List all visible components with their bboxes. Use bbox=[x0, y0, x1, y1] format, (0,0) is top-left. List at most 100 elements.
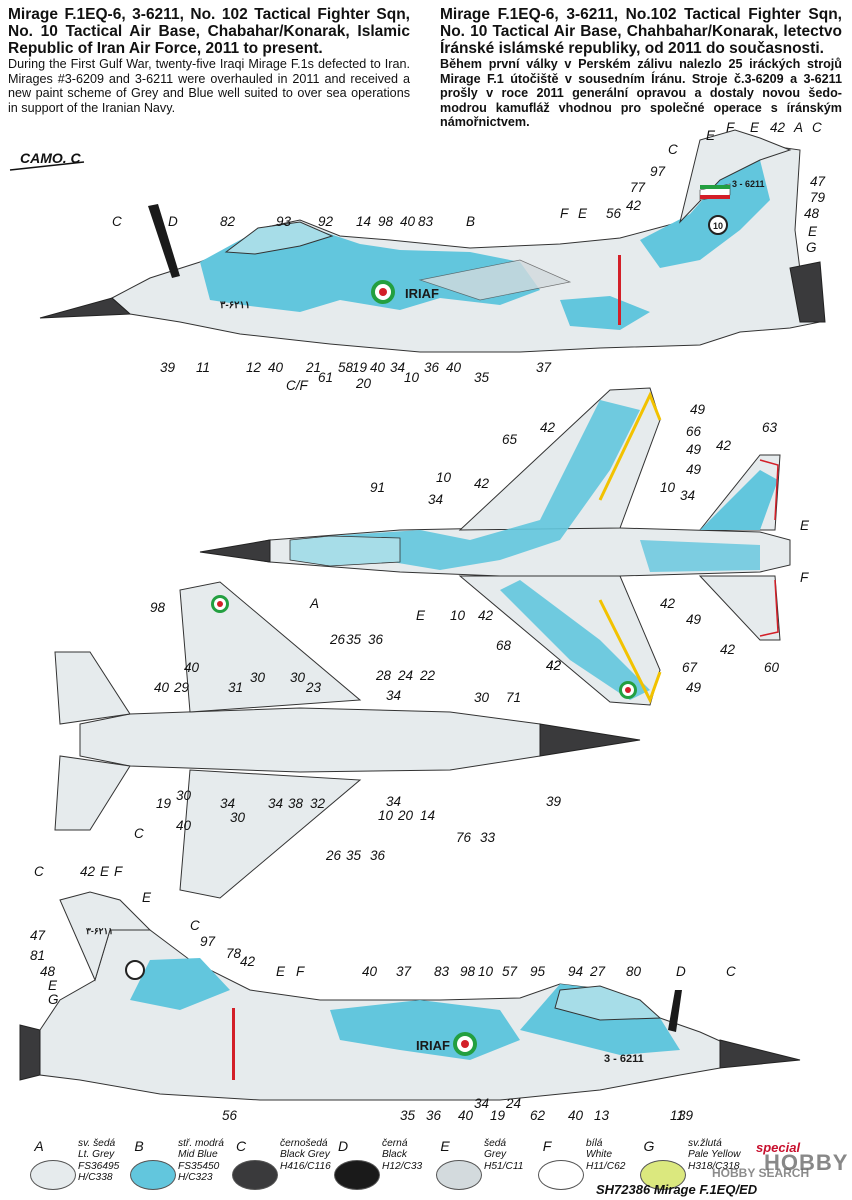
callout-side1-34: 61 bbox=[318, 370, 333, 385]
callout-side1-22: C bbox=[812, 120, 822, 135]
nose-serial-1: ۳-۶۲۱۱ bbox=[220, 300, 250, 311]
callout-side2-31: 40 bbox=[458, 1108, 474, 1123]
top-camo-2 bbox=[500, 580, 650, 700]
legend-code: B bbox=[134, 1138, 144, 1154]
callout-side2-15: F bbox=[296, 964, 305, 979]
hobby-logo: special HOBBY bbox=[756, 1140, 848, 1180]
callout-side1-21: A bbox=[793, 120, 803, 135]
callout-side2-1: 42 bbox=[80, 864, 96, 879]
tail-number-disc-2 bbox=[125, 960, 145, 980]
callout-side2-6: 47 bbox=[30, 928, 46, 943]
callout-side2-17: 37 bbox=[396, 964, 412, 979]
camo-label: CAMO. C bbox=[20, 150, 81, 166]
callout-top-15: 49 bbox=[686, 462, 702, 477]
legend-code: F bbox=[542, 1138, 552, 1154]
top-nose-cone bbox=[199, 539, 271, 563]
callout-side1-14: C bbox=[668, 142, 678, 157]
nozzle-2 bbox=[19, 1024, 41, 1081]
callout-side2-28: 56 bbox=[222, 1108, 238, 1123]
callout-bottom-16: 30 bbox=[474, 690, 490, 705]
callout-side2-23: 94 bbox=[568, 964, 583, 979]
callout-bottom-23: 30 bbox=[230, 810, 246, 825]
wing-side-1 bbox=[418, 259, 572, 301]
camo-underline bbox=[9, 161, 85, 171]
canopy-2 bbox=[554, 985, 662, 1021]
callout-bottom-13: 24 bbox=[397, 668, 413, 683]
callout-side2-30: 36 bbox=[426, 1108, 442, 1123]
callout-side2-21: 57 bbox=[502, 964, 518, 979]
callout-bottom-29: 36 bbox=[370, 848, 386, 863]
red-band-1 bbox=[618, 255, 621, 325]
callout-top-13: 66 bbox=[686, 424, 702, 439]
callout-top-2: 10 bbox=[436, 470, 452, 485]
callout-top-10: 68 bbox=[496, 638, 512, 653]
callout-side2-12: G bbox=[48, 992, 59, 1007]
side-view-left: IRIAF 3 - 6211 10 ۳-۶۲۱۱ bbox=[39, 129, 826, 353]
callout-side2-29: 35 bbox=[400, 1108, 416, 1123]
callout-side1-20: 42 bbox=[770, 120, 786, 135]
callout-top-0: 42 bbox=[540, 420, 556, 435]
callout-side2-32: 34 bbox=[474, 1096, 489, 1111]
callout-bottom-24: 34 bbox=[268, 796, 283, 811]
camo-blue-2 bbox=[640, 160, 770, 268]
callout-top-25: F bbox=[800, 570, 809, 585]
callout-side1-4: 92 bbox=[318, 214, 334, 229]
refuel-probe-2 bbox=[668, 990, 682, 1032]
callout-side1-43: 35 bbox=[474, 370, 490, 385]
callout-side2-25: 80 bbox=[626, 964, 642, 979]
callout-side1-10: F bbox=[560, 206, 569, 221]
legend-swatch bbox=[130, 1160, 176, 1190]
callout-bottom-34: 76 bbox=[456, 830, 472, 845]
top-tail-lower bbox=[698, 575, 781, 641]
callout-bottom-26: 32 bbox=[310, 796, 326, 811]
callout-side2-22: 95 bbox=[530, 964, 546, 979]
czech-description: Během první války v Perském zálivu nalez… bbox=[440, 57, 842, 129]
camo-blue-side2-3 bbox=[130, 958, 230, 1010]
callout-side2-26: D bbox=[676, 964, 686, 979]
bottom-view bbox=[54, 581, 641, 899]
callout-top-11: 42 bbox=[546, 658, 562, 673]
callout-bottom-22: 34 bbox=[220, 796, 235, 811]
serial-fin-1: 3 - 6211 bbox=[732, 179, 765, 189]
top-tail-edge-lower bbox=[759, 579, 779, 637]
callout-bottom-35: 33 bbox=[480, 830, 496, 845]
side-view-right: IRIAF 3 - 6211 ۳-۶۲۱۱ bbox=[19, 891, 801, 1101]
top-tail-edge-upper bbox=[759, 459, 779, 521]
top-view bbox=[199, 387, 791, 706]
callout-side1-2: 82 bbox=[220, 214, 236, 229]
callout-top-14: 49 bbox=[686, 442, 702, 457]
callout-side2-10: 48 bbox=[40, 964, 56, 979]
callout-bottom-28: 35 bbox=[346, 848, 362, 863]
callout-side1-30: 12 bbox=[246, 360, 262, 375]
callout-side1-31: 40 bbox=[268, 360, 284, 375]
bottom-tail-lower bbox=[54, 755, 131, 831]
legend-swatch bbox=[334, 1160, 380, 1190]
callout-side1-3: 93 bbox=[276, 214, 292, 229]
callout-side1-8: 83 bbox=[418, 214, 434, 229]
legend-swatch bbox=[436, 1160, 482, 1190]
callout-bottom-1: A bbox=[309, 596, 319, 611]
callout-top-22: 63 bbox=[762, 420, 778, 435]
callout-side2-20: 10 bbox=[478, 964, 494, 979]
callout-bottom-14: 22 bbox=[419, 668, 436, 683]
callout-side2-13: 42 bbox=[240, 954, 256, 969]
top-camo-3 bbox=[700, 470, 778, 530]
callout-bottom-17: 71 bbox=[506, 690, 521, 705]
top-leading-edge-lower bbox=[598, 599, 662, 704]
tail-number-1: 10 bbox=[713, 221, 723, 231]
callout-side1-15: 97 bbox=[650, 164, 666, 179]
callout-side1-11: E bbox=[578, 206, 588, 221]
callout-side1-25: 48 bbox=[804, 206, 820, 221]
bottom-wing-lower bbox=[179, 769, 362, 899]
fin-serial-2: ۳-۶۲۱۱ bbox=[86, 926, 113, 936]
callout-side1-16: 77 bbox=[630, 180, 646, 195]
camo-blue-3 bbox=[560, 296, 650, 330]
callout-side2-37: 13 bbox=[594, 1108, 610, 1123]
legend-swatch bbox=[538, 1160, 584, 1190]
